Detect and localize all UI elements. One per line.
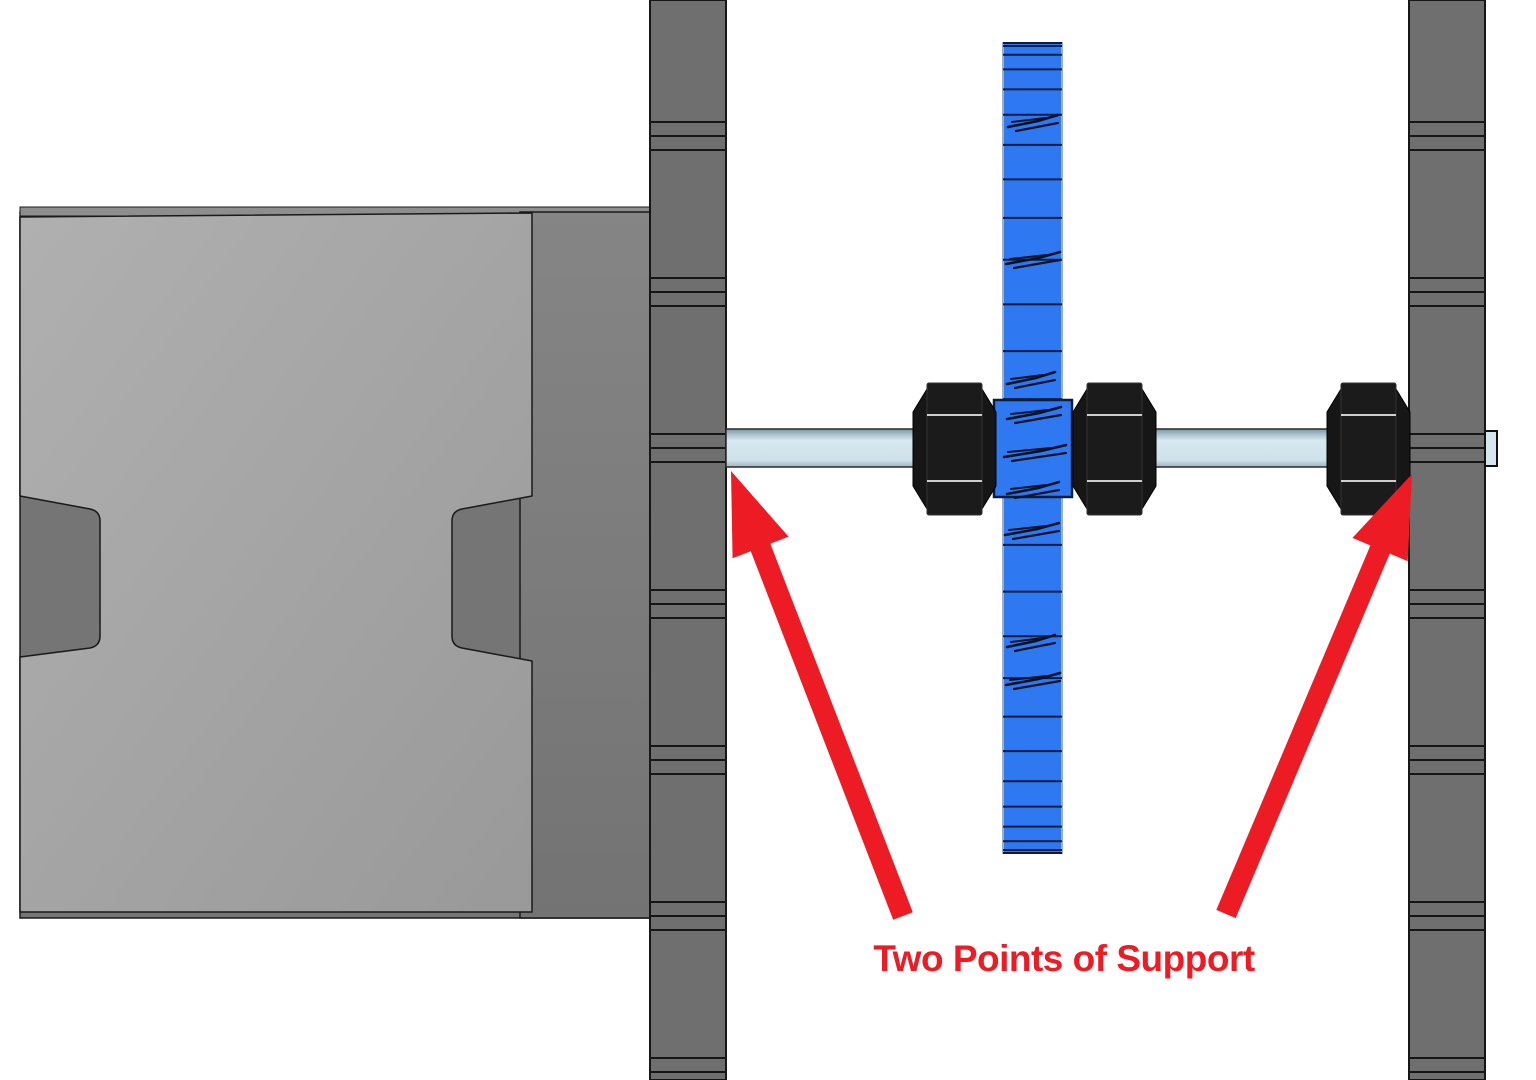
- gear-shading-scribble: [1009, 675, 1048, 681]
- gear-shading-scribble: [1010, 637, 1044, 643]
- spacer-wing: [1326, 387, 1342, 511]
- arrow-head: [731, 471, 789, 559]
- spacer-wing: [912, 387, 928, 511]
- gear-shading-scribble: [1010, 484, 1047, 490]
- annotation-arrows: [731, 471, 1412, 920]
- gear-shading-scribble: [1013, 413, 1063, 425]
- left-support-rail: [649, 0, 727, 1080]
- shaft-tip: [1484, 430, 1498, 467]
- gear-shading-scribble: [1007, 447, 1052, 453]
- gear-shading-scribble: [1014, 121, 1060, 133]
- gear-shading-scribble: [1005, 633, 1057, 649]
- spacer-body: [926, 382, 983, 516]
- gear-shading-scribble: [1004, 671, 1062, 687]
- right-support-rail: [1408, 0, 1486, 1080]
- gear-shading-scribble: [1006, 113, 1060, 129]
- gear-shading-scribble: [1010, 451, 1068, 463]
- gear-shading-scribble: [1013, 641, 1057, 653]
- gear-shading-scribble: [1011, 117, 1047, 123]
- spacer-body: [1340, 382, 1397, 516]
- gear-shading-scribble: [1010, 374, 1044, 380]
- motor-block: [19, 206, 651, 919]
- support-label: Two Points of Support: [873, 938, 1255, 979]
- gear-shading-scribble: [1004, 250, 1062, 266]
- motor-side-panel: [519, 211, 651, 919]
- spacer-body: [1086, 382, 1143, 516]
- shaft-spacers: [912, 382, 1411, 516]
- gear-shading-scribble: [1008, 525, 1047, 531]
- gear-shading-scribble: [1012, 258, 1062, 270]
- gear-shading-scribble: [1009, 254, 1048, 260]
- gear: [992, 42, 1074, 854]
- gear-shading-scribble: [1012, 679, 1062, 691]
- gear-shading-scribble: [1013, 378, 1057, 390]
- gear-shading-scribble: [1013, 488, 1061, 500]
- gear-shading-scribble: [1011, 529, 1061, 541]
- rail-body: [649, 0, 727, 1080]
- arrow-head: [1352, 474, 1412, 562]
- rail-body: [1408, 0, 1486, 1080]
- gear-shading-scribble: [1003, 521, 1061, 537]
- gear-shading-scribble: [1005, 405, 1063, 421]
- gear-shading-scribble: [1010, 409, 1049, 415]
- spacer-wing: [1141, 387, 1157, 511]
- arrow-shaft: [747, 536, 913, 920]
- gear-shading-scribble: [1005, 480, 1061, 496]
- motor-front-face: [19, 212, 533, 913]
- spacer-wing: [1072, 387, 1088, 511]
- gear-shading-scribble: [1002, 443, 1068, 459]
- gear-shading-scribble: [1005, 370, 1057, 386]
- arrow-shaft: [1216, 538, 1393, 919]
